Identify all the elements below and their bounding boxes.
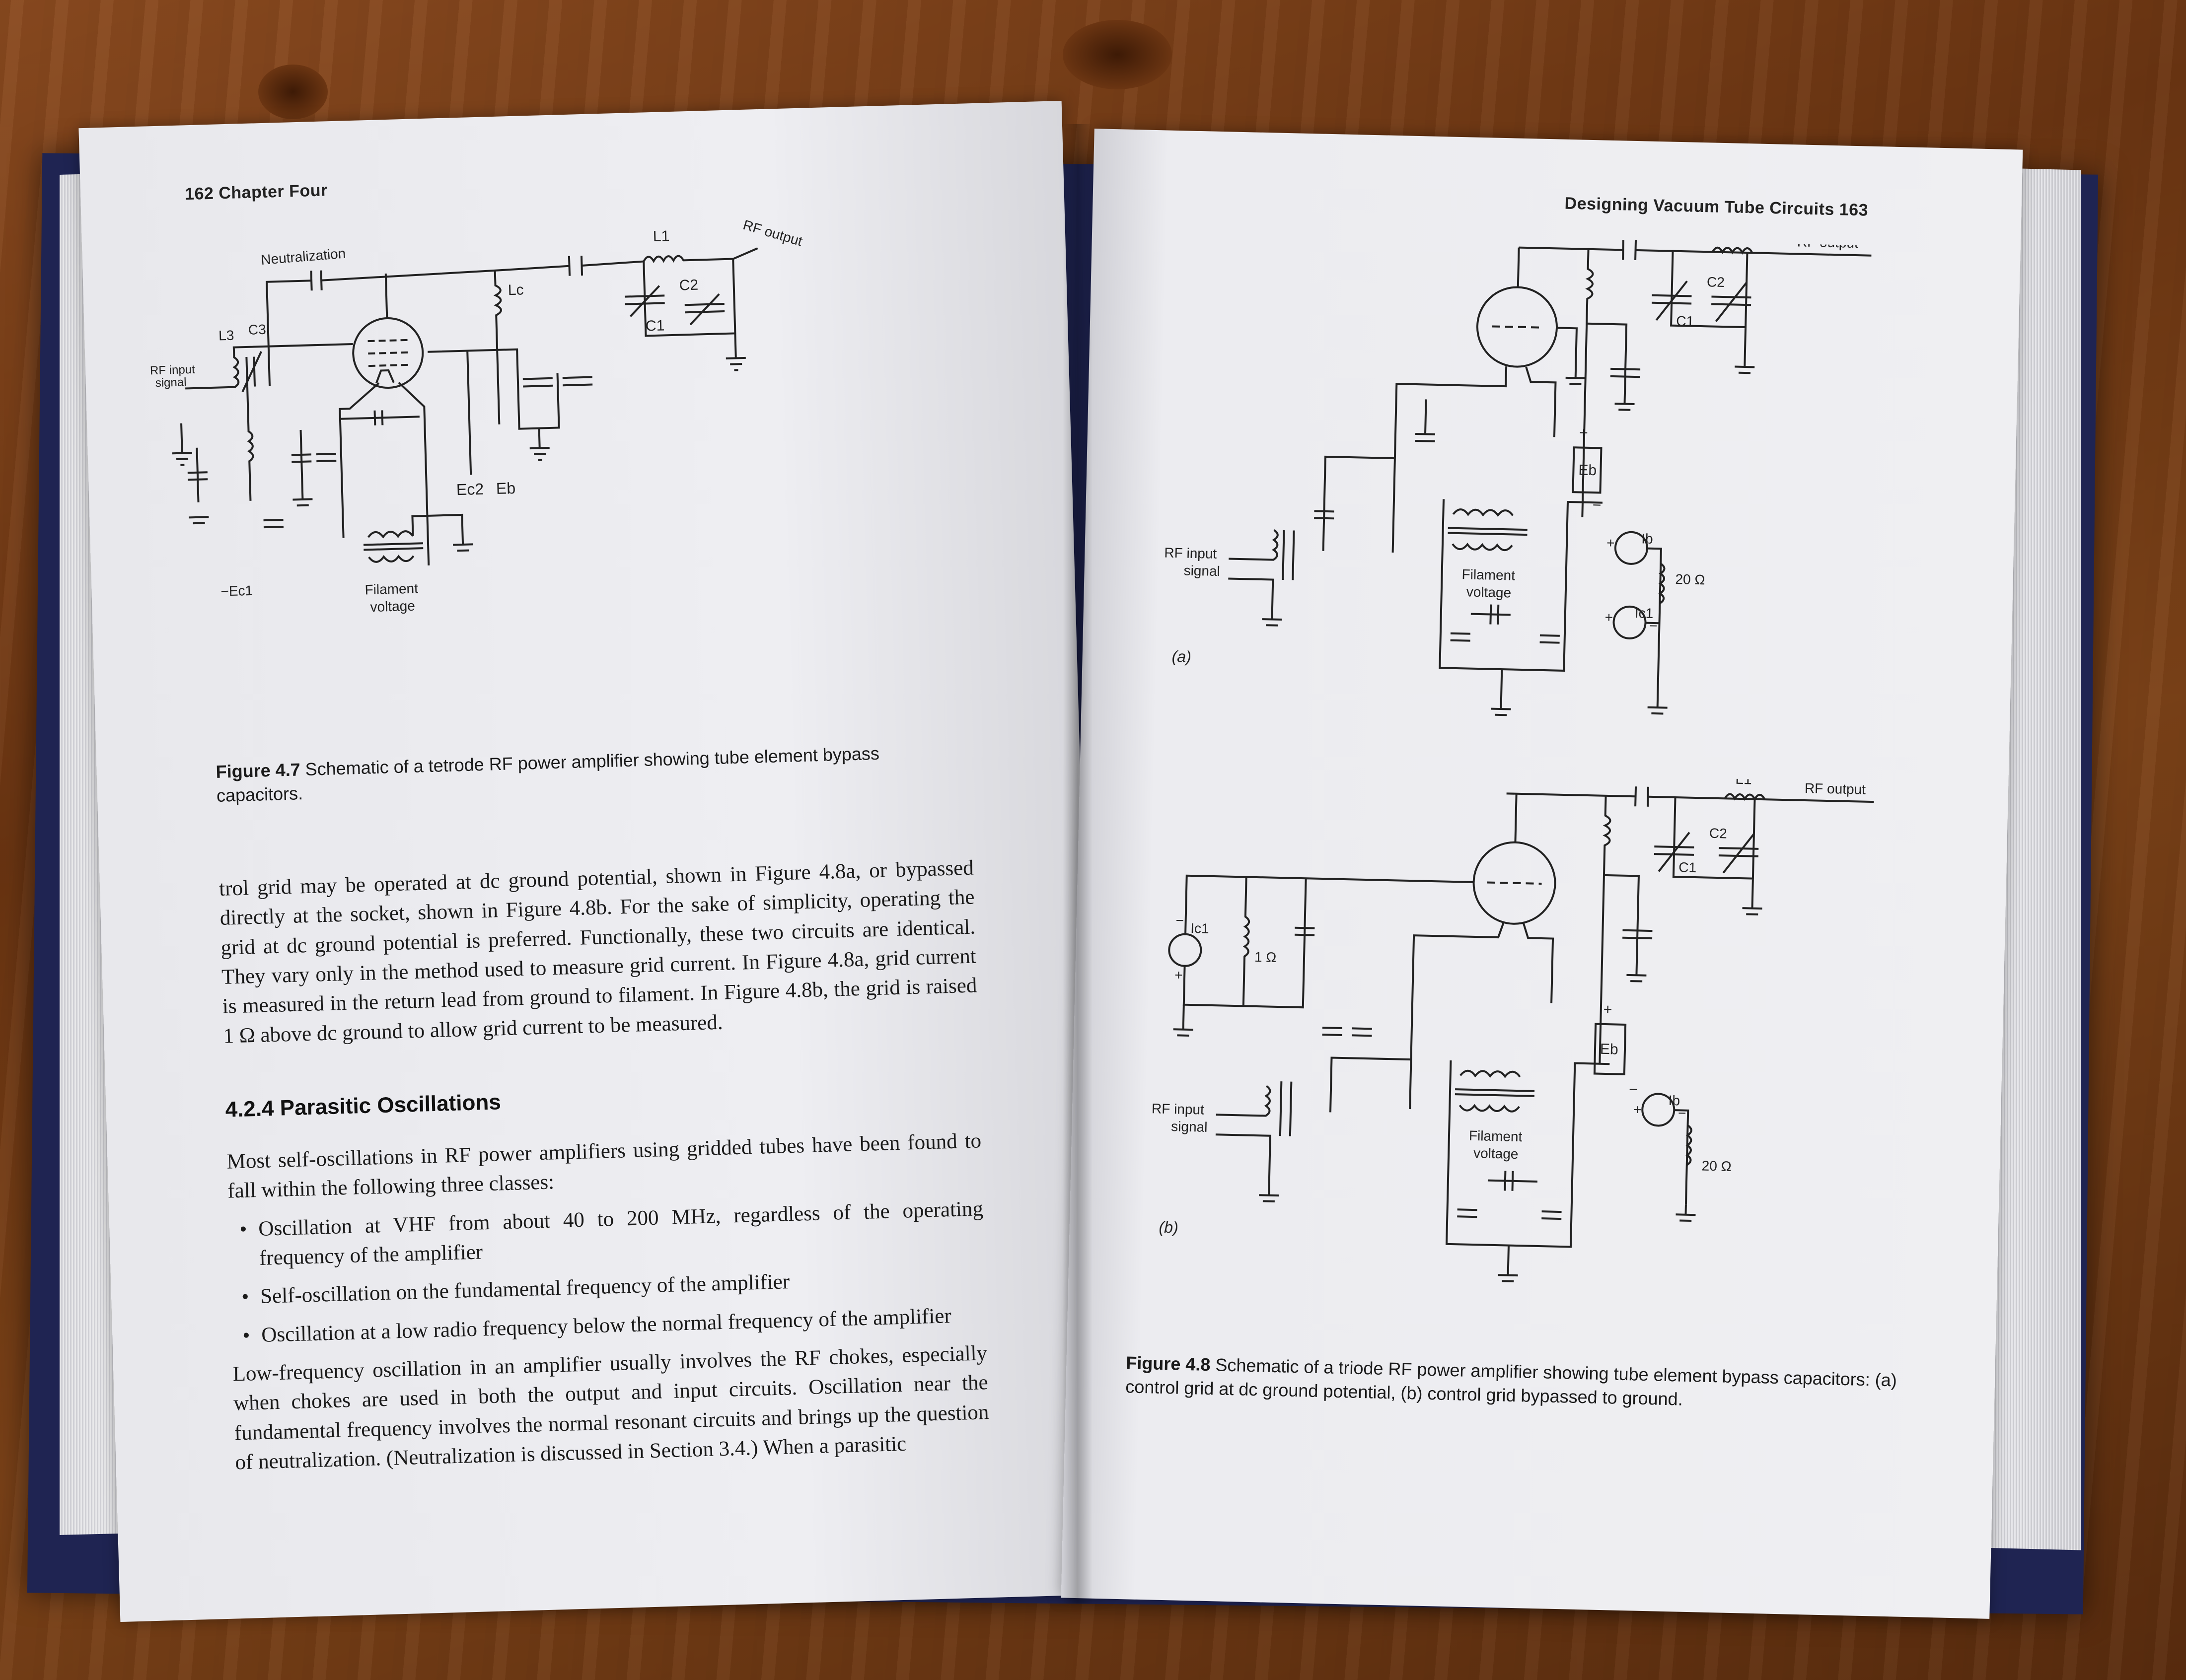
fig-a-label-voltage: voltage (1466, 584, 1511, 600)
label-lc: Lc (508, 281, 524, 298)
figure-4-7-caption-text: Schematic of a tetrode RF power amplifie… (216, 743, 880, 806)
label-c1: C1 (645, 317, 664, 334)
fig-b-label-resistor-2: 20 Ω (1701, 1158, 1732, 1174)
fig-a-label-rf-input: RF input (1164, 545, 1217, 561)
list-item: Oscillation at VHF from about 40 to 200 … (228, 1194, 985, 1274)
fig-b-label-signal: signal (1171, 1119, 1208, 1135)
fig-a-label-rf-output: RF output (1797, 234, 1859, 251)
left-running-head: 162 Chapter Four (184, 181, 328, 204)
figure-4-7-label: Figure 4.7 (216, 759, 301, 782)
fig-a-label-ib: Ib (1641, 531, 1653, 547)
left-page: 162 Chapter Four (78, 100, 1103, 1622)
fig-b-label-rf-output: RF output (1805, 780, 1866, 797)
fig-b-label-ic1: Ic1 (1190, 920, 1209, 936)
fig-b-label-c1: C1 (1678, 859, 1696, 875)
fig-a-label-signal: signal (1183, 562, 1220, 579)
paragraph-low-frequency: Low-frequency oscillation in an amplifie… (232, 1341, 989, 1474)
fig-a-label-plus-ic1: + (1604, 610, 1613, 625)
figure-4-8b-schematic: L1 RF output C1 C2 − Ic1 + 1 Ω + Eb − + … (1152, 771, 1874, 1282)
fig-b-label-minus-ib: − (1678, 1105, 1686, 1120)
wood-knot (1063, 20, 1172, 89)
fig-a-label-minus-ib: − (1651, 541, 1660, 557)
fig-b-label-plus-eb: + (1603, 1001, 1612, 1018)
fig-a-label-eb: Eb (1578, 462, 1597, 479)
figure-4-7-schematic: Neutralization L1 RF output Lc C1 C2 L3 … (150, 217, 804, 615)
figure-4-8a-schematic: L1 RF output C1 C2 + Eb − + Ib − + Ic1 −… (1164, 229, 1872, 716)
fig-a-label-minus-ic1: − (1649, 618, 1658, 633)
label-l1: L1 (653, 228, 669, 245)
label-c3: C3 (248, 322, 266, 338)
figure-4-7-caption: Figure 4.7 Schematic of a tetrode RF pow… (216, 739, 961, 807)
fig-b-label-plus-ib: + (1633, 1102, 1642, 1117)
fig-a-label-l1: L1 (1723, 229, 1740, 241)
fig-b-label-resistor-1: 1 Ω (1254, 949, 1277, 965)
right-page: Designing Vacuum Tube Circuits 163 (1061, 129, 2023, 1619)
fig-b-label-rf-input: RF input (1152, 1101, 1205, 1117)
fig-a-label-ic1: Ic1 (1635, 605, 1654, 621)
right-running-head: Designing Vacuum Tube Circuits 163 (1564, 194, 1869, 220)
fig-b-label-c2: C2 (1709, 826, 1727, 841)
fig-a-label-plus-ib: + (1606, 535, 1615, 551)
fig-b-label-filament: Filament (1469, 1128, 1523, 1144)
book-spine-shadow (1063, 124, 1093, 1604)
label-voltage: voltage (370, 598, 415, 615)
paragraph-grid-current: trol grid may be operated at dc ground p… (219, 856, 977, 1048)
label-l3: L3 (219, 328, 234, 344)
fig-b-label-ib: Ib (1668, 1093, 1680, 1109)
label-neutralization: Neutralization (260, 245, 346, 268)
fig-a-label-minus-eb: − (1592, 497, 1601, 513)
fig-b-label-eb: Eb (1600, 1041, 1618, 1058)
left-body-text: trol grid may be operated at dc ground p… (219, 853, 978, 1057)
label-ec1: −Ec1 (220, 583, 253, 599)
label-filament: Filament (364, 581, 418, 598)
section-heading-parasitic: 4.2.4 Parasitic Oscillations (224, 1090, 502, 1122)
wood-knot (258, 65, 328, 119)
figure-4-8-caption: Figure 4.8 Schematic of a triode RF powe… (1125, 1351, 1911, 1416)
fig-b-label-minus-ic1: − (1175, 912, 1184, 928)
oscillation-classes-list: Oscillation at VHF from about 40 to 200 … (228, 1194, 987, 1351)
fig-b-label-voltage: voltage (1473, 1145, 1519, 1162)
fig-b-panel-label: (b) (1159, 1218, 1178, 1237)
label-c2: C2 (679, 277, 698, 294)
label-rf-input: RF input (150, 363, 196, 378)
label-ec2: Ec2 (456, 480, 484, 499)
label-signal: signal (155, 375, 186, 390)
figure-4-8-label: Figure 4.8 (1125, 1352, 1211, 1375)
fig-a-label-c2: C2 (1707, 274, 1725, 290)
fig-a-panel-label: (a) (1171, 647, 1191, 666)
fig-a-label-filament: Filament (1461, 566, 1515, 583)
label-eb: Eb (496, 479, 515, 497)
figure-4-8-caption-text: Schematic of a triode RF power amplifier… (1125, 1354, 1897, 1409)
fig-a-label-plus-eb: + (1579, 424, 1588, 441)
fig-a-label-resistor: 20 Ω (1675, 571, 1705, 587)
fig-a-label-c1: C1 (1676, 313, 1694, 329)
fig-b-label-plus-ic1: + (1174, 967, 1183, 982)
paragraph-classes: Most self-oscillations in RF power ampli… (226, 1129, 982, 1203)
left-body-text-2: Most self-oscillations in RF power ampli… (226, 1126, 990, 1484)
fig-b-label-minus-eb: − (1629, 1081, 1638, 1098)
label-rf-output: RF output (741, 217, 804, 249)
